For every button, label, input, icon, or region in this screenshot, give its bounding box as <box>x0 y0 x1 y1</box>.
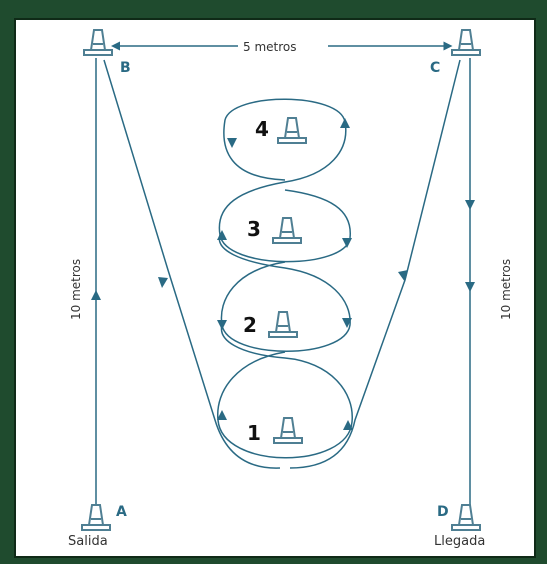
right-down-arrow-1 <box>465 200 475 210</box>
point-a-label: A <box>116 504 127 520</box>
finish-label: Llegada <box>434 534 485 549</box>
left-up-arrow <box>91 290 101 300</box>
top-label-bg <box>238 38 328 54</box>
cone-icon <box>268 311 298 338</box>
cone-number-2: 2 <box>243 313 257 337</box>
diagonal-left-path <box>103 59 281 469</box>
loop-arrow-1-left <box>217 410 227 420</box>
cone-icon <box>83 29 113 56</box>
loop-arrow-2-left <box>217 320 227 330</box>
cone-icon <box>81 504 111 531</box>
right-distance-label: 10 metros <box>499 259 513 320</box>
cone-number-3: 3 <box>247 217 261 241</box>
cone-icon <box>451 29 481 56</box>
diagonal-right-path <box>289 59 461 469</box>
point-c-label: C <box>430 60 440 76</box>
loop-2-1 <box>217 324 353 459</box>
start-label: Salida <box>68 534 108 549</box>
diagonal-right-arrow <box>398 270 408 282</box>
cone-number-4: 4 <box>255 117 269 141</box>
loop-arrow-3-right <box>342 238 352 248</box>
right-down-arrow-2 <box>465 282 475 292</box>
cone-icon <box>451 504 481 531</box>
left-distance-label: 10 metros <box>69 259 83 320</box>
cone-icon <box>273 417 303 444</box>
loop-arrow-1-right <box>343 420 353 430</box>
loop-arrow-2-right <box>342 318 352 328</box>
loop-arrow-3-left <box>217 230 227 240</box>
point-b-label: B <box>120 60 131 76</box>
loop-3-2 <box>218 234 351 352</box>
point-d-label: D <box>437 504 449 520</box>
top-distance-label: 5 metros <box>243 40 297 54</box>
diagonal-left-arrow <box>158 277 168 288</box>
cone-number-1: 1 <box>247 421 261 445</box>
loop-arrow-4-left <box>227 138 237 148</box>
cone-icon <box>272 217 302 244</box>
loop-arrow-4-right <box>340 118 350 128</box>
cone-icon <box>277 117 307 144</box>
